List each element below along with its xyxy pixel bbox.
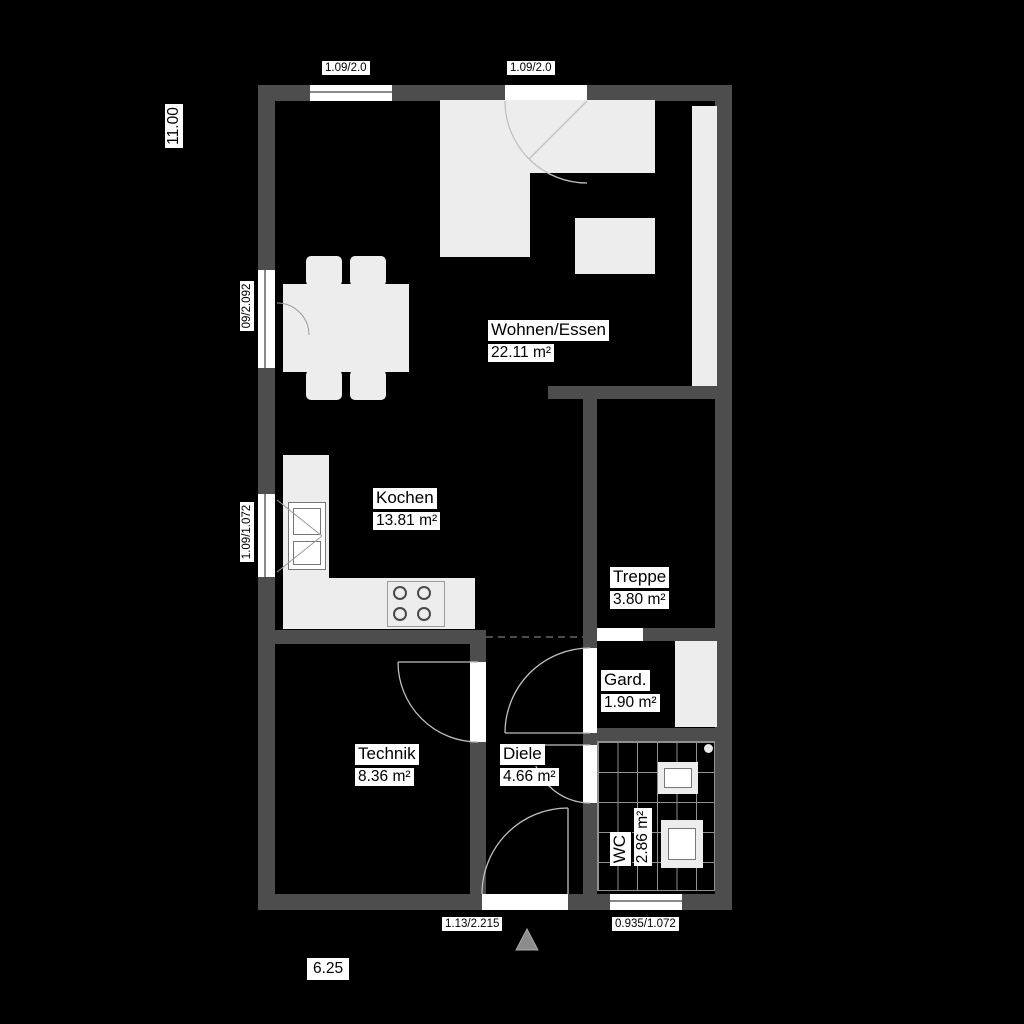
gard-door-swing <box>504 647 591 734</box>
wall-right <box>715 85 732 910</box>
room-area: 4.66 m² <box>500 768 559 786</box>
terrace-door-swing <box>504 100 588 184</box>
room-label-diele: Diele 4.66 m² <box>500 744 559 786</box>
entrance-door-swing <box>481 807 569 895</box>
sofa <box>440 173 530 257</box>
dim-door-entrance: 1.13/2.215 <box>442 917 503 931</box>
room-area: 2.86 m² <box>634 807 652 867</box>
room-name: Technik <box>355 744 419 766</box>
dim-total-width: 6.25 <box>307 958 350 980</box>
room-name: Wohnen/Essen <box>488 320 609 342</box>
room-name: Gard. <box>601 670 650 692</box>
left-window-swing <box>276 302 310 336</box>
cooktop-burner <box>417 586 431 600</box>
dim-window-top-left: 1.09/2.0 <box>322 61 370 75</box>
coffee-table <box>575 218 655 274</box>
dining-chair <box>350 256 386 286</box>
room-label-kochen: Kochen 13.81 m² <box>373 488 441 530</box>
sink-basin <box>293 508 321 535</box>
sink-basin <box>293 541 321 565</box>
window-bottom <box>610 894 682 910</box>
door-gard-gap <box>583 648 597 733</box>
dim-window-bottom: 0.935/1.072 <box>612 917 679 931</box>
dim-window-left-upper: 09/2.092 <box>238 265 256 347</box>
technik-door-swing <box>397 661 479 743</box>
room-area: 22.11 m² <box>488 344 555 362</box>
opening-treppe-gap <box>597 628 643 641</box>
window-left-lower <box>258 494 275 577</box>
window-left-upper <box>258 270 275 368</box>
room-name: WC <box>610 831 632 867</box>
wc-sink-basin <box>664 768 692 788</box>
sideboard <box>692 106 717 386</box>
room-label-gard: Gard. 1.90 m² <box>601 670 660 712</box>
dim-door-terrace: 1.09/2.0 <box>507 61 555 75</box>
door-technik-gap <box>470 662 486 742</box>
dim-total-depth: 11.00 <box>160 97 188 155</box>
cooktop-burner <box>393 586 407 600</box>
door-wc-gap <box>583 745 597 803</box>
dining-chair <box>306 256 342 286</box>
window-top-left <box>310 85 392 101</box>
room-label-wohnen: Wohnen/Essen 22.11 m² <box>488 320 609 362</box>
room-label-technik: Technik 8.36 m² <box>355 744 419 786</box>
room-name: Diele <box>500 744 545 766</box>
dining-table <box>283 284 409 372</box>
wc-toilet-bowl <box>668 828 696 860</box>
room-name: Treppe <box>610 567 670 589</box>
dim-window-left-lower: 1.09/1.072 <box>238 489 256 575</box>
room-area: 8.36 m² <box>355 768 414 786</box>
room-label-wc: WC 2.86 m² <box>604 795 658 879</box>
door-entrance-gap <box>482 894 568 910</box>
cooktop-burner <box>393 607 407 621</box>
room-area: 13.81 m² <box>373 512 441 530</box>
door-terrace-gap <box>505 85 587 101</box>
cooktop-burner <box>417 607 431 621</box>
room-area: 3.80 m² <box>610 591 669 609</box>
wall-gard-wc <box>583 728 732 741</box>
dining-chair <box>306 370 342 400</box>
kitchen-window-swing <box>276 499 323 573</box>
room-name: Kochen <box>373 488 437 510</box>
wall-kitchen-bottom <box>258 630 486 644</box>
door-hinge-dot <box>704 744 713 753</box>
dining-chair <box>350 370 386 400</box>
gard-closet <box>675 641 717 727</box>
entrance-marker <box>515 927 539 951</box>
room-area: 1.90 m² <box>601 694 660 712</box>
sofa <box>440 100 655 173</box>
room-label-treppe: Treppe 3.80 m² <box>610 567 670 609</box>
